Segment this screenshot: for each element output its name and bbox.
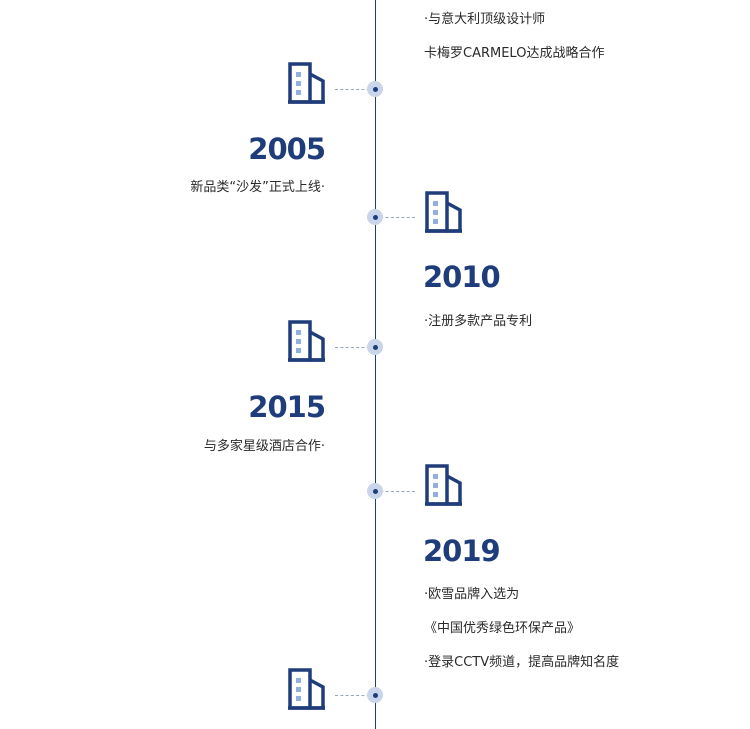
milestone-text: ·登录CCTV频道，提高品牌知名度 [424,655,620,670]
connector-dash [375,491,415,492]
building-icon [288,320,325,362]
milestone-text: ·与意大利顶级设计师 [424,12,546,27]
milestone-text: ·注册多款产品专利 [424,314,533,329]
milestone-text: 与多家星级酒店合作· [203,439,325,454]
connector-dash [335,89,375,90]
milestone-text: 《中国优秀绿色环保产品》 [424,621,581,636]
year-label: 2005 [248,132,326,166]
connector-dash [375,217,415,218]
year-label: 2019 [423,534,501,568]
building-icon [288,62,325,104]
milestone-text: ·欧雪品牌入选为 [424,587,520,602]
year-label: 2015 [248,390,326,424]
timeline-axis [375,0,376,729]
timeline-node [367,483,383,499]
timeline-node [367,339,383,355]
timeline-node [367,81,383,97]
connector-dash [335,695,375,696]
milestone-text: 卡梅罗CARMELO达成战略合作 [424,46,605,61]
building-icon [425,191,462,233]
timeline-node [367,687,383,703]
building-icon [425,464,462,506]
building-icon [288,668,325,710]
milestone-text: 新品类“沙发”正式上线· [190,180,325,195]
year-label: 2010 [423,260,501,294]
connector-dash [335,347,375,348]
timeline-node [367,209,383,225]
